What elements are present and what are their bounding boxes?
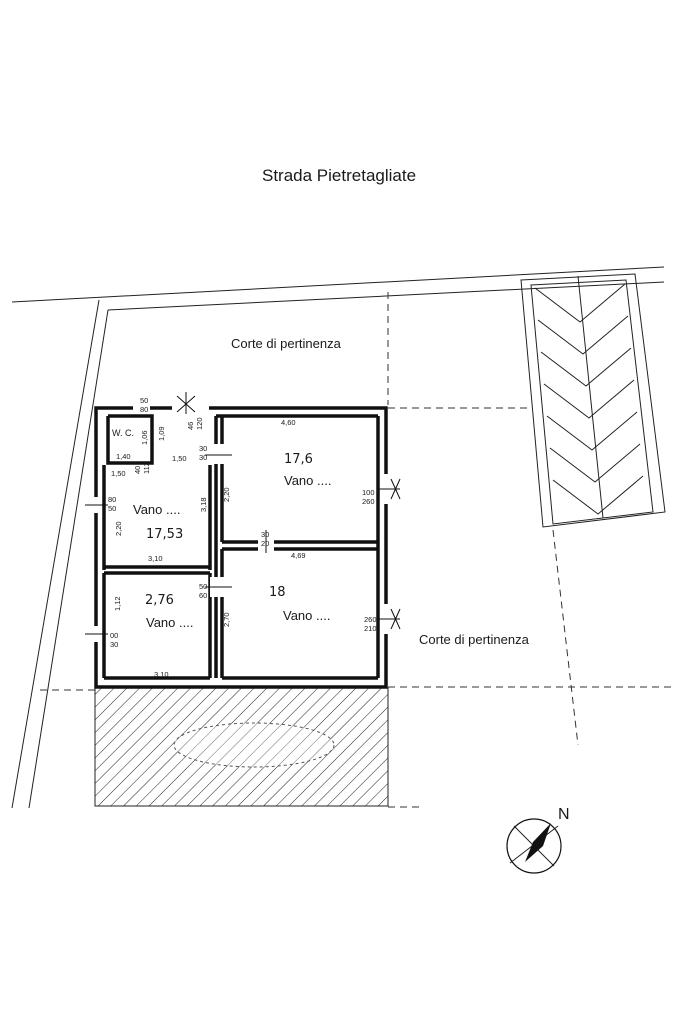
building xyxy=(85,392,401,689)
room-labels: W. C. 17,6 Vano .... Vano .... 17,53 18 … xyxy=(112,428,331,630)
chevron-line xyxy=(546,411,638,451)
room-d-area: 2,76 xyxy=(145,593,174,608)
road-boundary xyxy=(11,266,665,809)
chevron-line xyxy=(552,475,644,515)
dim-wc-width: 1,40 xyxy=(116,452,131,461)
room-a-name: Vano .... xyxy=(284,473,331,488)
room-c-name: Vano .... xyxy=(283,608,330,623)
dim-room-d-height: 1,12 xyxy=(113,596,122,611)
dim-corridor-inner: 1,50 xyxy=(172,454,187,463)
dim-entry-door: 46120 xyxy=(186,417,204,430)
room-b-area: 17,53 xyxy=(146,527,183,542)
dim-small-door: 40112 xyxy=(133,462,151,474)
dim-room-c-width: 4,69 xyxy=(291,551,306,560)
dim-room-d-width: 3,10 xyxy=(154,670,169,679)
chevron-line xyxy=(549,443,641,483)
driveway xyxy=(520,273,666,528)
chevron-line xyxy=(537,315,629,355)
courtyard-label-top: Corte di pertinenza xyxy=(231,336,342,351)
dim-room-b-height: 2,20 xyxy=(114,521,123,536)
dim-wc-height: 1,06 xyxy=(140,430,149,445)
room-b-name: Vano .... xyxy=(133,502,180,517)
dim-room-a-height: 2,20 xyxy=(222,487,231,502)
compass-icon xyxy=(506,818,562,874)
room-c-area: 18 xyxy=(269,585,286,600)
dim-corridor-width: 1,50 xyxy=(111,469,126,478)
reference-lines xyxy=(40,292,672,808)
north-arrow: N xyxy=(506,806,570,874)
chevron-line xyxy=(543,379,635,419)
dim-room-b-width: 3,10 xyxy=(148,554,163,563)
street-label: Strada Pietretagliate xyxy=(262,166,416,185)
dim-room-b-side: 3,18 xyxy=(199,497,208,512)
room-wc-name: W. C. xyxy=(112,428,134,438)
room-d-name: Vano .... xyxy=(146,615,193,630)
dim-room-c-height: 2,70 xyxy=(222,612,231,627)
courtyard-label-right: Corte di pertinenza xyxy=(419,632,530,647)
north-label: N xyxy=(558,806,570,823)
chevron-line xyxy=(540,347,632,387)
hatched-area xyxy=(94,687,389,807)
chevron-line xyxy=(534,283,626,323)
dim-room-a-width: 4,60 xyxy=(281,418,296,427)
dim-wc-side: 1,09 xyxy=(157,426,166,441)
room-a-area: 17,6 xyxy=(284,452,313,467)
